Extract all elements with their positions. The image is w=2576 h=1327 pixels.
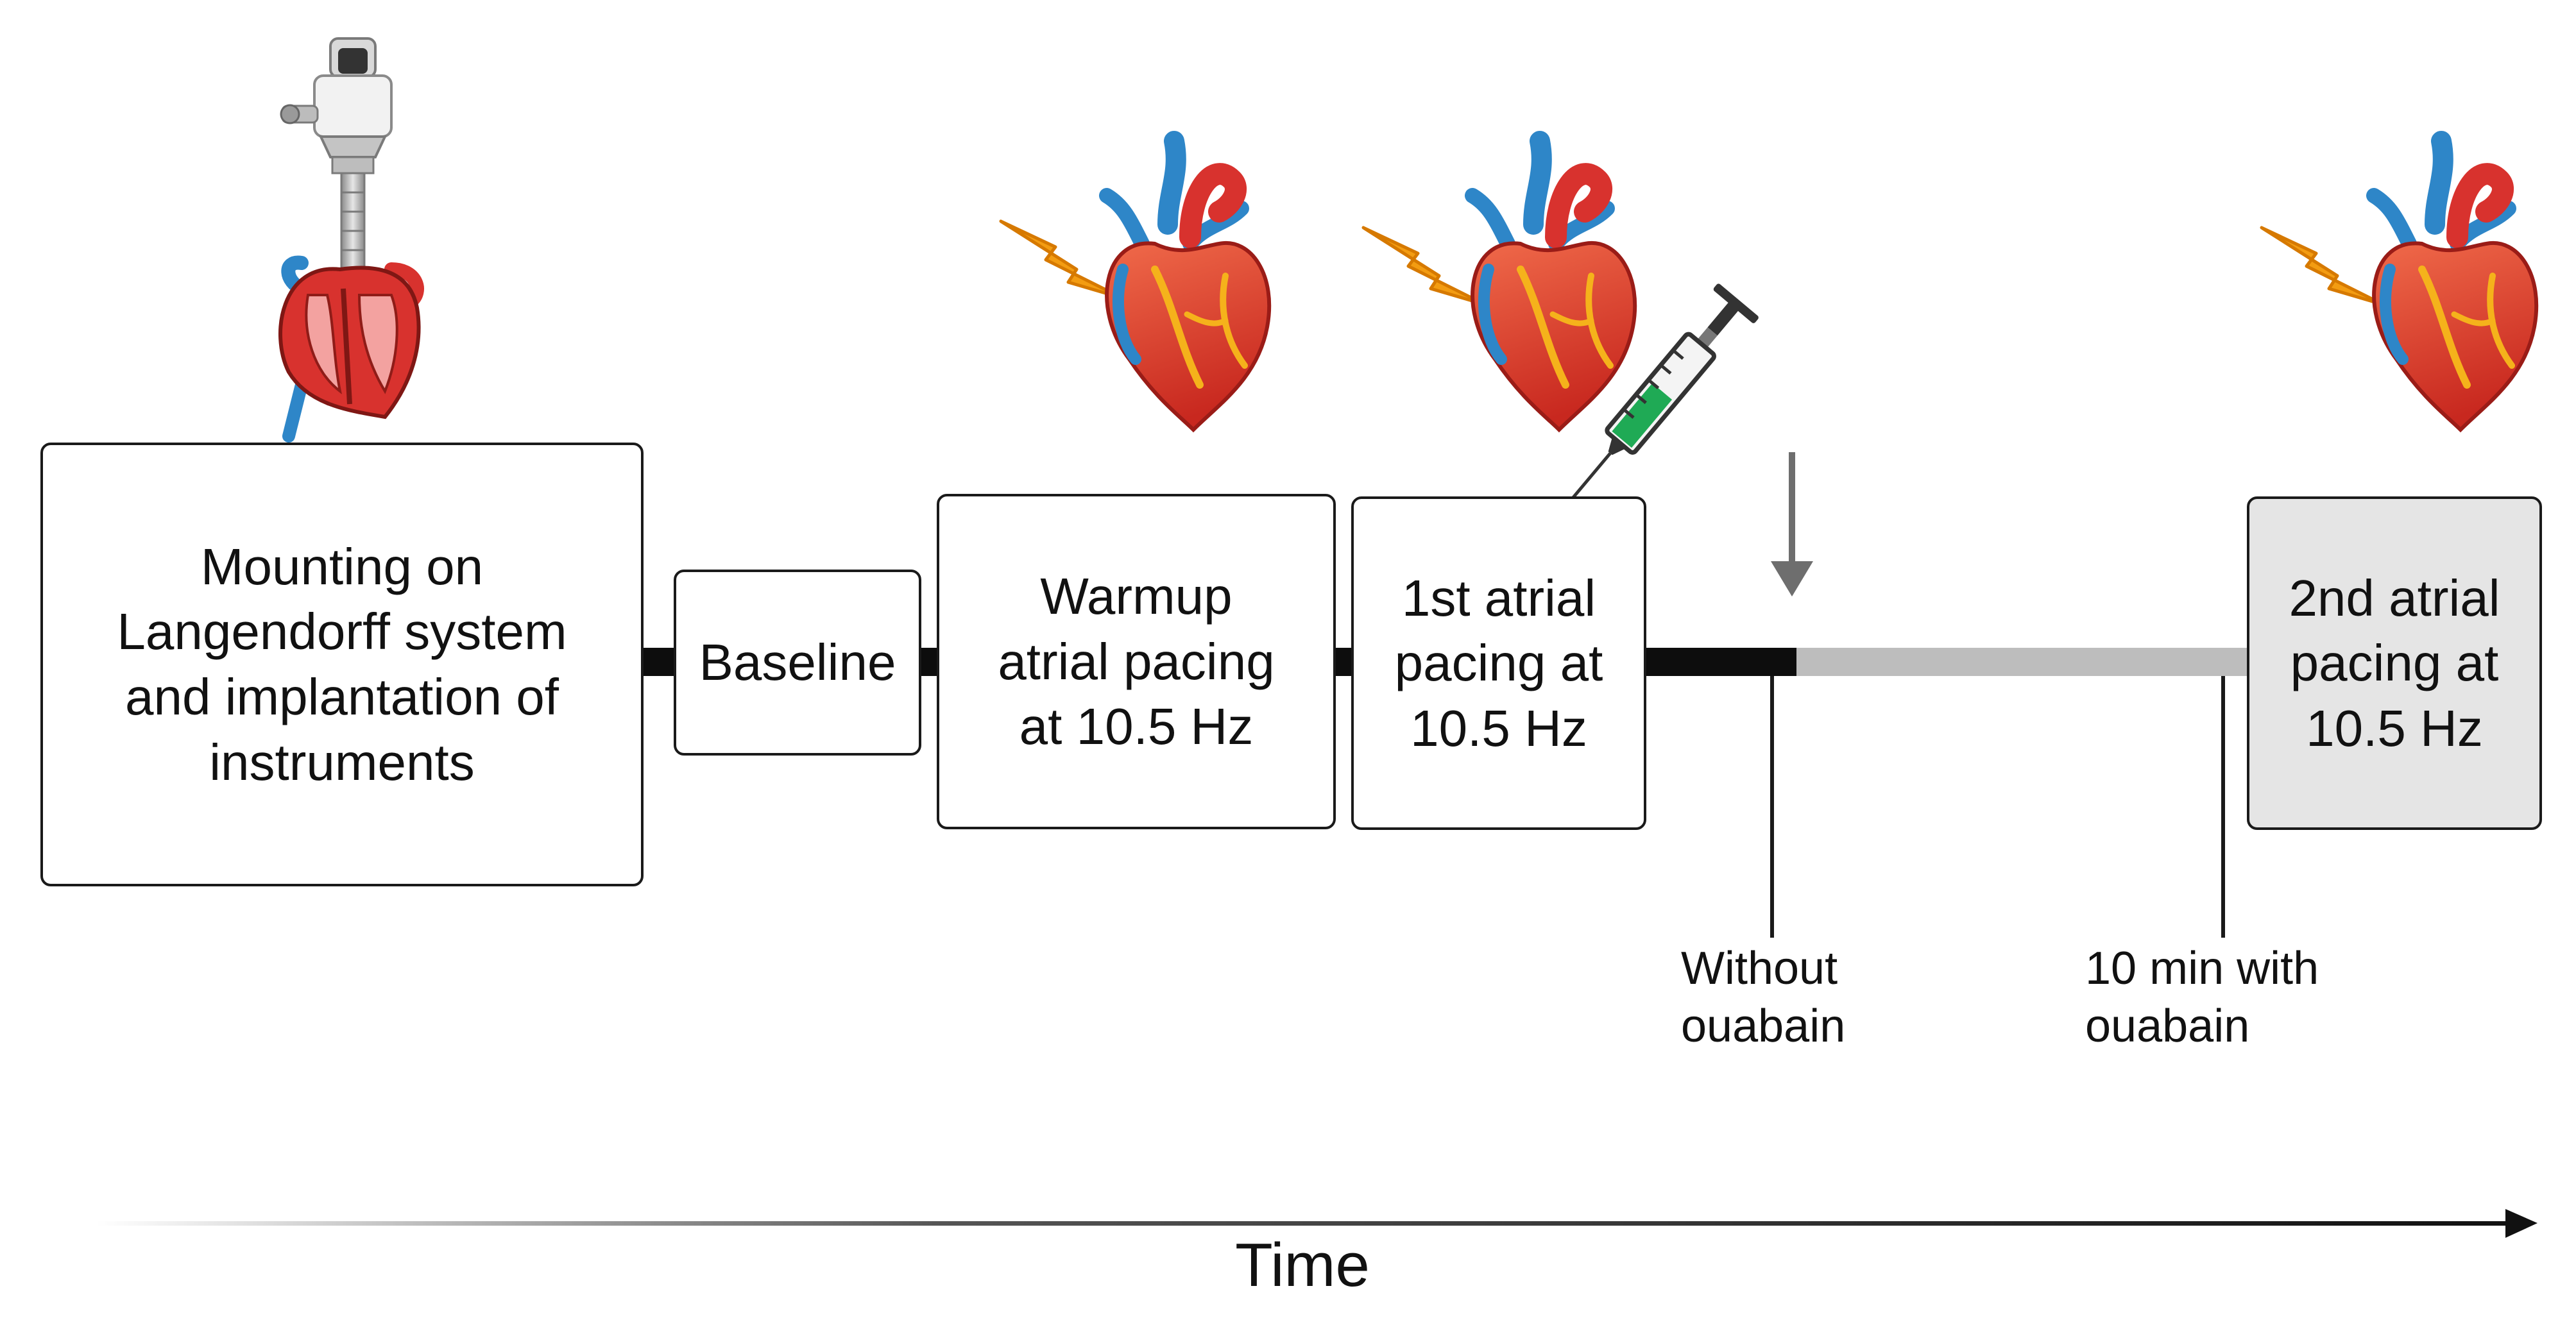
- heart-icon: [1107, 141, 1269, 430]
- langendorff-apparatus-icon: [280, 37, 393, 283]
- timeline-segment-3: [1333, 648, 1351, 676]
- step-pacing-2: 2nd atrial pacing at 10.5 Hz: [2247, 496, 2542, 830]
- time-axis-arrowhead: [2505, 1209, 2538, 1238]
- pacing-stimulus-warmup: [1001, 141, 1269, 430]
- lightning-icon: [2262, 228, 2384, 305]
- heart-icon: [1472, 141, 1635, 430]
- pacing-stimulus-2nd: [2262, 141, 2536, 430]
- time-axis-label: Time: [1235, 1231, 1370, 1299]
- marker-without-label: Without ouabain: [1681, 943, 1846, 1052]
- heart-icon: [2374, 141, 2536, 430]
- marker-with-label: 10 min with ouabain: [2085, 943, 2319, 1052]
- time-axis-line: [96, 1221, 2509, 1226]
- lightning-icon: [1363, 228, 1485, 305]
- step-pacing-1: 1st atrial pacing at 10.5 Hz: [1351, 496, 1646, 830]
- sectioned-heart-icon: [278, 255, 424, 443]
- timeline-segment-2: [919, 648, 937, 676]
- step-mounting: Mounting on Langendorff system and impla…: [40, 443, 644, 886]
- arrow-down-icon: [1771, 452, 1813, 596]
- timeline-ouabain: [1796, 648, 2247, 676]
- lightning-icon: [1001, 221, 1123, 298]
- timeline-active: [1642, 648, 1796, 676]
- pacing-stimulus-1st: [1363, 141, 1635, 430]
- step-baseline: Baseline: [674, 570, 921, 756]
- syringe-icon: [1549, 283, 1759, 525]
- step-warmup: Warmup atrial pacing at 10.5 Hz: [937, 494, 1336, 829]
